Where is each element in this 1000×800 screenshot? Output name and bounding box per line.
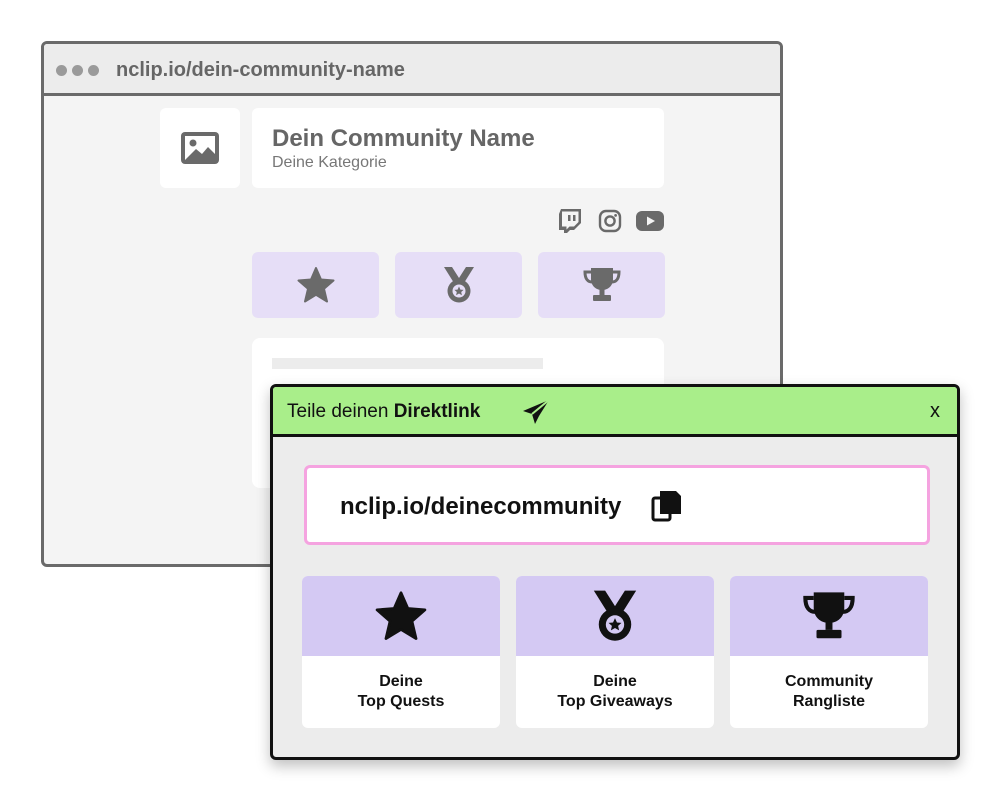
direct-link-text[interactable]: nclip.io/deinecommunity [340,493,622,520]
top-quests-card[interactable]: Deine Top Quests [302,576,500,728]
community-category: Deine Kategorie [272,154,387,171]
star-icon [297,267,334,303]
trophy-icon [582,268,621,301]
send-icon [523,399,550,424]
close-button[interactable]: x [930,400,940,422]
community-header: Dein Community Name Deine Kategorie [252,108,664,188]
community-name: Dein Community Name [272,125,535,152]
direct-link-field[interactable]: nclip.io/deinecommunity [304,465,930,545]
top-giveaways-banner [516,576,714,656]
modal-title-prefix: Teile deinen [287,401,389,422]
quests-tile[interactable] [252,252,379,318]
community-logo [160,108,240,188]
window-dot [56,65,67,76]
community-ranking-card[interactable]: Community Rangliste [730,576,928,728]
browser-url[interactable]: nclip.io/dein-community-name [116,59,405,81]
instagram-icon[interactable] [596,207,624,235]
top-quests-banner [302,576,500,656]
copy-icon[interactable] [651,489,683,523]
modal-title: Teile deinen Direktlink [287,401,480,423]
placeholder-line [272,358,543,369]
ranking-tile[interactable] [538,252,665,318]
window-dot [88,65,99,76]
community-ranking-banner [730,576,928,656]
top-quests-label: Deine Top Quests [357,673,445,710]
twitch-icon[interactable] [556,207,584,235]
youtube-icon[interactable] [636,207,664,235]
medal-icon [443,267,474,303]
social-links [556,207,666,237]
medal-icon [593,590,637,641]
top-giveaways-card[interactable]: Deine Top Giveaways [516,576,714,728]
giveaways-tile[interactable] [395,252,522,318]
top-giveaways-label: Deine Top Giveaways [557,673,673,710]
modal-title-bold: Direktlink [393,401,481,422]
share-modal: Teile deinen Direktlink x nclip.io/deine… [270,384,960,760]
star-icon [375,591,427,640]
window-dot [72,65,83,76]
modal-header: Teile deinen Direktlink x [273,387,957,437]
image-icon [181,132,219,164]
community-ranking-label: Community Rangliste [785,673,873,710]
browser-address-bar: nclip.io/dein-community-name [44,44,780,96]
trophy-icon [803,592,855,639]
